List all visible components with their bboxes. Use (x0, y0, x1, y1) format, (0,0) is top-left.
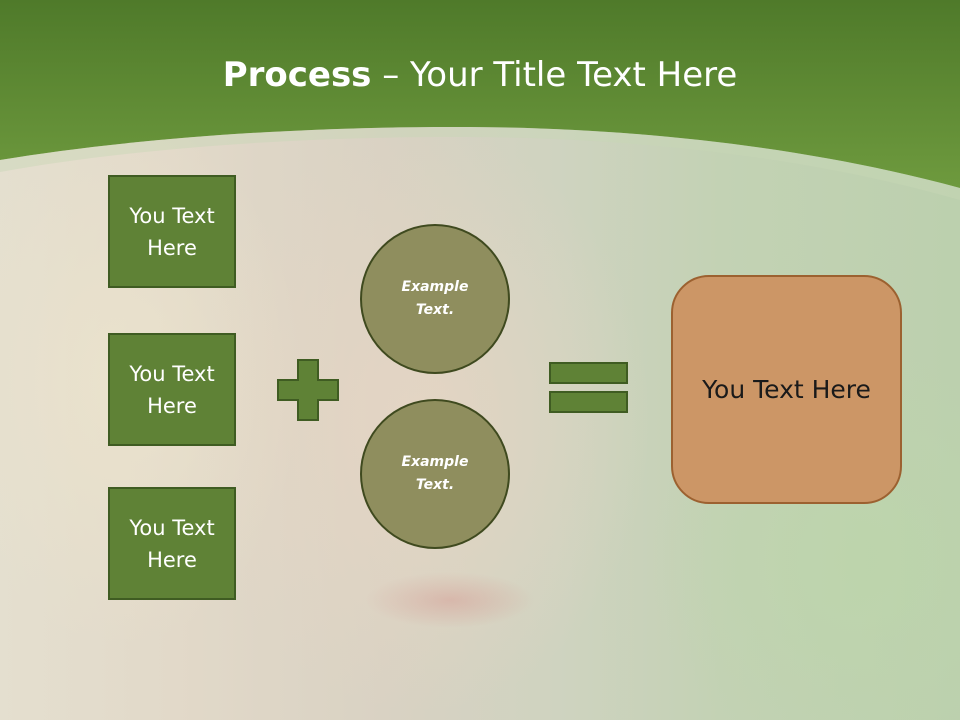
input-box-3-label: You Text Here (129, 512, 214, 576)
result-box-label: You Text Here (702, 375, 871, 404)
input-box-1-line-1: You Text (129, 203, 215, 228)
input-box-2-line-1: You Text (129, 361, 215, 386)
title-rest: – Your Title Text Here (371, 55, 738, 95)
example-circle-2[interactable]: Example Text. (360, 399, 510, 549)
input-box-1[interactable]: You Text Here (108, 175, 236, 288)
input-box-2-line-2: Here (147, 393, 197, 418)
input-box-1-label: You Text Here (129, 200, 214, 264)
equals-icon (549, 362, 628, 413)
input-box-1-line-2: Here (147, 235, 197, 260)
example-circle-1-line-2: Text. (415, 302, 455, 318)
example-circle-1-line-1: Example (401, 279, 469, 295)
input-box-2[interactable]: You Text Here (108, 333, 236, 446)
input-box-3-line-1: You Text (129, 515, 215, 540)
example-circle-1[interactable]: Example Text. (360, 224, 510, 374)
input-box-2-label: You Text Here (129, 358, 214, 422)
plus-icon (277, 359, 339, 421)
page-title: Process – Your Title Text Here (0, 50, 960, 100)
example-circle-2-label: Example Text. (390, 451, 480, 497)
example-circle-1-label: Example Text. (390, 276, 480, 322)
result-box[interactable]: You Text Here (671, 275, 902, 504)
example-circle-2-line-2: Text. (415, 477, 455, 493)
input-box-3-line-2: Here (147, 547, 197, 572)
input-box-3[interactable]: You Text Here (108, 487, 236, 600)
header-band (0, 0, 960, 200)
title-bold: Process (222, 55, 372, 95)
example-circle-2-line-1: Example (401, 454, 469, 470)
